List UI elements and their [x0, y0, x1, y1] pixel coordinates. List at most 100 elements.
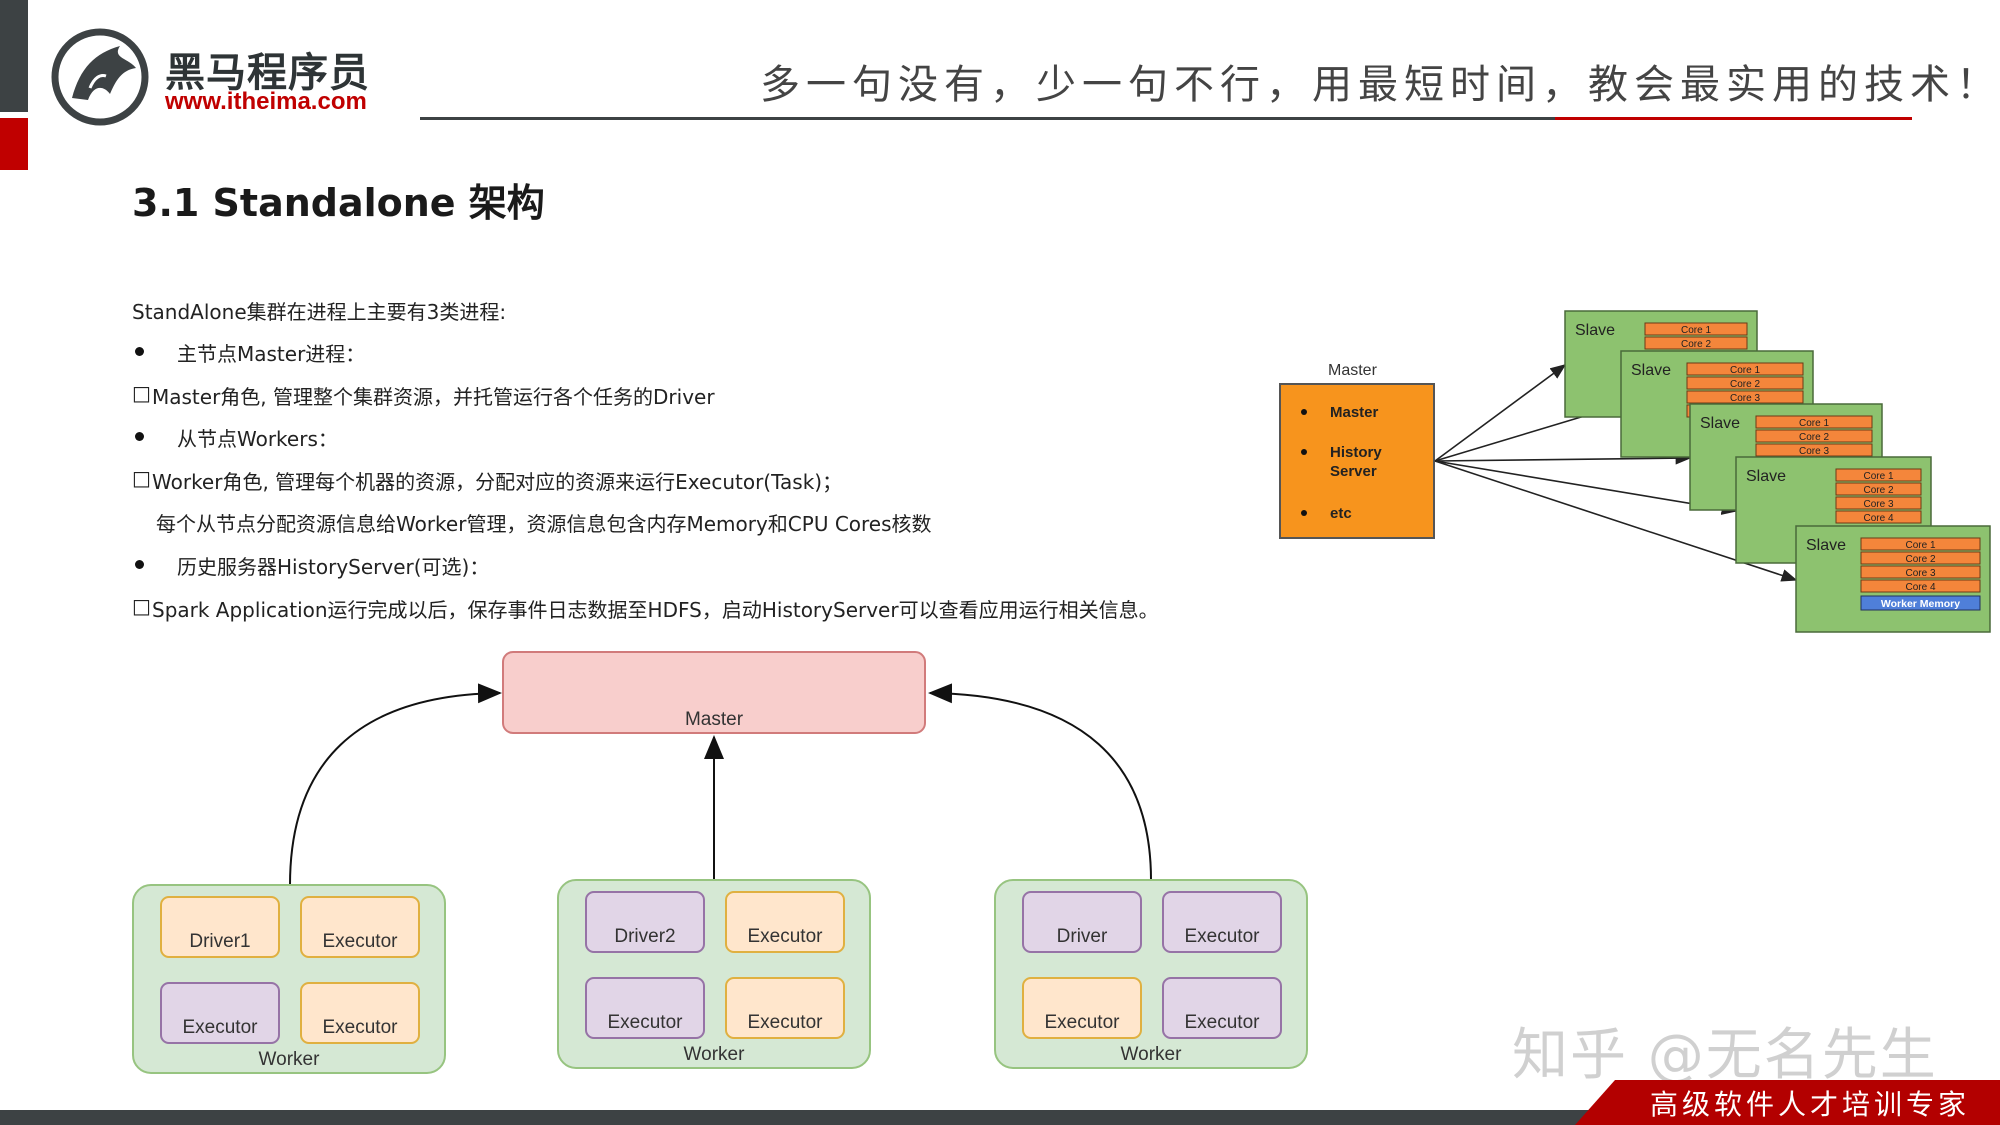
core-box: [1835, 468, 1922, 482]
core-box: [1644, 336, 1748, 350]
core-box: [1860, 579, 1981, 593]
history-detail-glyph: □: [132, 594, 151, 618]
slave-label: Slave: [1631, 362, 1671, 379]
core-label: Core 1: [1681, 325, 1711, 336]
core-box: [1835, 510, 1922, 524]
core-box: [1860, 551, 1981, 565]
slave-label: Slave: [1806, 537, 1846, 554]
worker-label: Worker: [684, 1044, 746, 1065]
executor-label: Executor: [1185, 1012, 1261, 1033]
footer-tagline: 高级软件人才培训专家: [1650, 1088, 1971, 1121]
worker-label: Worker: [1121, 1044, 1183, 1065]
executor-label: Executor: [1185, 926, 1261, 947]
core-label: Core 1: [1730, 365, 1760, 376]
core-label: Core 1: [1905, 540, 1935, 551]
core-label: Core 3: [1799, 446, 1829, 457]
slave-label: Slave: [1575, 322, 1615, 339]
worker-label: Worker: [259, 1049, 321, 1070]
arrow-master-slave: [1434, 451, 1692, 465]
driver-label: Driver2: [614, 926, 675, 947]
executor-label: Executor: [323, 1017, 399, 1038]
core-box: [1835, 482, 1922, 496]
core-label: Core 3: [1730, 393, 1760, 404]
workers-detail: Worker角色, 管理每个机器的资源，分配对应的资源来运行Executor(T…: [152, 470, 843, 494]
core-box: [1755, 415, 1873, 429]
arrow-worker3-master: [928, 683, 1152, 881]
left-edge-bar: [0, 0, 28, 112]
bullet-master: 主节点Master进程：: [177, 342, 366, 366]
core-label: Core 2: [1799, 432, 1829, 443]
history-detail: Spark Application运行完成以后，保存事件日志数据至HDFS，启动…: [152, 598, 1159, 622]
core-box: [1686, 376, 1804, 390]
bullet-dot: [135, 432, 144, 441]
driver-box: [1022, 891, 1142, 953]
core-label: Core 2: [1863, 485, 1893, 496]
bullet-dot: [135, 560, 144, 569]
core-box: [1860, 537, 1981, 551]
slide-title: 3.1 Standalone 架构: [132, 181, 545, 225]
footer-bar: [0, 1110, 2000, 1125]
executor-label: Executor: [608, 1012, 684, 1033]
core-box: [1644, 322, 1748, 336]
master-box-label: Master: [685, 709, 744, 730]
core-label: Core 2: [1730, 379, 1760, 390]
bullet-dot: [135, 347, 144, 356]
core-label: Core 3: [1863, 499, 1893, 510]
logo-url: www.itheima.com: [165, 88, 367, 115]
core-label: Core 1: [1799, 418, 1829, 429]
driver-box: [160, 896, 280, 958]
executor-box: [585, 977, 705, 1039]
executor-box: [1022, 977, 1142, 1039]
executor-label: Executor: [748, 1012, 824, 1033]
master-caption: Master: [1328, 362, 1378, 379]
core-box: [1755, 443, 1873, 457]
executor-label: Executor: [748, 926, 824, 947]
core-box: [1755, 429, 1873, 443]
header-divider: [420, 117, 1912, 120]
bullet-history: 历史服务器HistoryServer(可选)：: [177, 555, 490, 579]
core-label: Core 4: [1863, 513, 1893, 524]
core-label: Core 2: [1905, 554, 1935, 565]
executor-box: [1162, 891, 1282, 953]
core-label: Core 3: [1905, 568, 1935, 579]
master-item-etc: etc: [1330, 505, 1352, 522]
master-detail-glyph: □: [132, 381, 151, 405]
footer-ribbon: [1615, 1080, 2000, 1125]
slogan: 多一句没有，少一句不行，用最短时间，教会最实用的技术！: [760, 62, 2000, 108]
arrow-master-slave: [1434, 460, 1738, 515]
workers-detail-2: 每个从节点分配资源信息给Worker管理，资源信息包含内存Memory和CPU …: [156, 512, 932, 536]
worker-memory-label: Worker Memory: [1881, 598, 1960, 610]
left-edge-accent: [0, 118, 28, 170]
executor-box: [300, 896, 420, 958]
executor-box: [160, 982, 280, 1044]
footer-ribbon-tip: [1575, 1080, 1615, 1125]
driver-label: Driver: [1057, 926, 1108, 947]
slave-label: Slave: [1700, 415, 1740, 432]
slave-label: Slave: [1746, 468, 1786, 485]
arrow-master-slave: [1434, 364, 1567, 462]
core-box: [1686, 390, 1804, 404]
intro-text: StandAlone集群在进程上主要有3类进程:: [132, 300, 507, 324]
horse-logo-icon: [51, 28, 149, 126]
executor-label: Executor: [183, 1017, 259, 1038]
header-divider-accent: [1555, 117, 1912, 120]
executor-box: [725, 977, 845, 1039]
worker-memory-box: [1860, 595, 1981, 611]
driver-label: Driver1: [189, 931, 250, 952]
core-box: [1835, 496, 1922, 510]
executor-box: [725, 891, 845, 953]
executor-label: Executor: [323, 931, 399, 952]
executor-label: Executor: [1045, 1012, 1121, 1033]
core-box: [1860, 565, 1981, 579]
core-label: Core 4: [1905, 582, 1935, 593]
driver-box: [585, 891, 705, 953]
arrow-worker1-master: [289, 683, 502, 886]
logo-name: 黑马程序员: [165, 50, 370, 96]
master-item-master: Master: [1330, 404, 1379, 421]
core-box: [1686, 362, 1804, 376]
